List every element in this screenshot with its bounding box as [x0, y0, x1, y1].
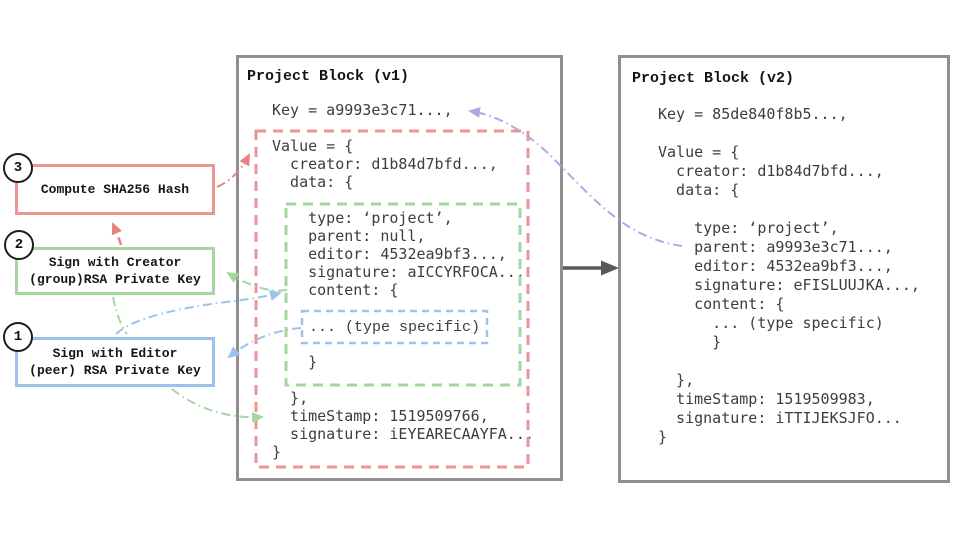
project-block-v2-code: Key = 85de840f8b5..., Value = { creator:… — [658, 105, 920, 446]
step-badge-3: 3 — [3, 153, 33, 183]
type-specific-label: ... (type specific) — [308, 318, 481, 336]
step-box-compute-hash-label: Compute SHA256 Hash — [40, 182, 190, 197]
step-box-sign-creator-label2: (group)RSA Private Key — [29, 272, 201, 287]
step-box-compute-hash: Compute SHA256 Hash — [15, 164, 215, 215]
arrow-creator-sign-out-upper — [112, 296, 128, 335]
step-box-sign-editor: Sign with Editor (peer) RSA Private Key — [15, 337, 215, 387]
project-block-v1-code: Key = a9993e3c71..., Value = { creator: … — [272, 101, 534, 461]
v1-to-v2-arrow — [563, 260, 619, 276]
step-badge-2: 2 — [4, 230, 34, 260]
step-box-sign-creator: Sign with Creator (group)RSA Private Key — [15, 247, 215, 295]
project-block-v2-title: Project Block (v2) — [632, 70, 795, 87]
project-block-v1-title: Project Block (v1) — [247, 68, 410, 85]
step-box-sign-editor-label2: (peer) RSA Private Key — [29, 363, 201, 378]
step-box-sign-editor-label1: Sign with Editor — [52, 346, 178, 361]
step-badge-1: 1 — [3, 322, 33, 352]
arrow-step2-to-step3 — [111, 222, 123, 246]
step-box-sign-creator-label1: Sign with Creator — [48, 255, 182, 270]
